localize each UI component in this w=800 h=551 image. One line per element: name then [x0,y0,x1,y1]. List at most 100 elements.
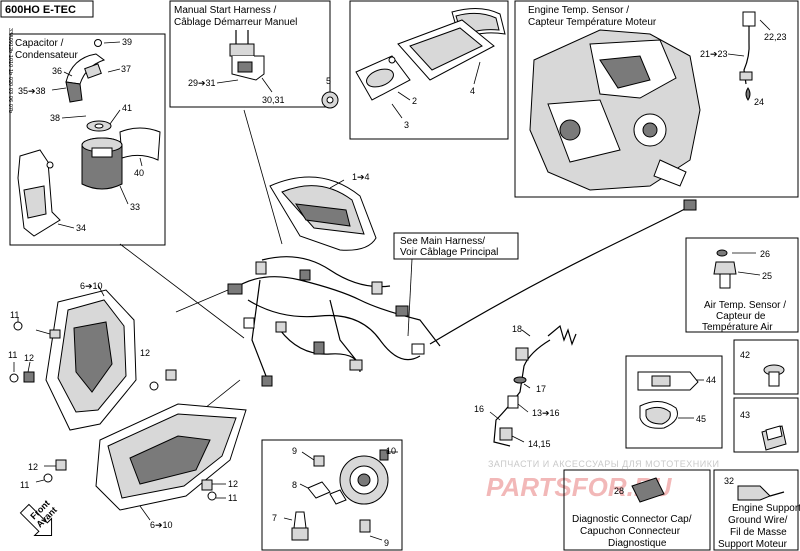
main-harness-label-fr: Voir Câblage Principal [400,247,498,258]
callout-13-16: 13➔16 [532,408,560,418]
rivet-group: 42 [733,339,799,395]
callout-7: 7 [272,513,277,523]
callout-40: 40 [134,168,144,178]
callout-21-23: 21➔23 [700,49,728,59]
callout-11-d: 11 [228,493,237,503]
air-temp-sensor [713,261,737,275]
callout-10: 10 [386,446,396,456]
model-title: 600HO E-TEC [5,4,76,16]
callout-12-a: 12 [24,353,34,363]
drop-icon [745,87,751,101]
harness-connector [227,283,243,295]
spring-clip [307,481,331,499]
air-temp-group: 26 25 Air Temp. Sensor / Capteur de Temp… [685,237,799,333]
bulb-group: 9 10 8 7 9 [261,439,403,551]
engine-support-group: 32 Engine Support Ground Wire/ Fil de Ma… [713,469,800,551]
capacitor-label-fr: Condensateur [15,50,78,61]
callout-3: 3 [404,120,409,130]
callout-2: 2 [412,96,417,106]
callout-38: 38 [50,113,60,123]
callout-41: 41 [122,103,132,113]
main-harness-label-en: See Main Harness/ [400,236,485,247]
callout-24: 24 [754,97,764,107]
strap-fastener [84,63,102,79]
callout-12-c: 12 [28,462,38,472]
diag-cap-label-1: Diagnostic Connector Cap/ [572,514,692,525]
manual-start-harness-group: Manual Start Harness / Câblage Démarreur… [169,0,331,108]
callout-26: 26 [760,249,770,259]
callout-43: 43 [740,410,750,420]
watermark: ЗАПЧАСТИ И АКСЕССУАРЫ ДЛЯ МОТОТЕХНИКИ PA… [486,459,719,502]
screw [9,373,19,383]
callout-33: 33 [130,202,140,212]
callout-5: 5 [326,76,331,86]
nut [23,371,35,383]
bulb [293,511,307,529]
callout-11-c: 11 [20,480,29,490]
front-arrow-icon [19,503,53,537]
callout-9-b: 9 [384,538,389,548]
screw [94,39,102,47]
engine-temp-label-fr: Capteur Température Moteur [528,17,657,28]
callout-11-b: 11 [8,350,17,360]
callout-32: 32 [724,476,734,486]
manual-start-label-fr: Câblage Démarreur Manuel [174,17,297,28]
capacitor-group: Capacitor / Condensateur 39 36 37 [9,33,166,246]
headlamp-group: 6➔10 11 11 12 12 12 11 6➔10 12 11 Front … [8,281,247,537]
engine-temp-sensor [742,11,756,27]
lamp-clip [49,329,61,339]
callout-6-10-upper: 6➔10 [80,281,103,291]
manual-start-label-en: Manual Start Harness / [174,5,276,16]
callout-30-31: 30,31 [262,95,285,105]
screw [13,321,23,331]
callout-28: 28 [614,486,624,496]
diagnostic-wire-group: 18 17 16 13➔16 14,15 [474,324,577,449]
air-temp-label-3: Température Air [702,322,773,333]
callout-9-a: 9 [292,446,297,456]
engine-support-label-2: Ground Wire/ [728,515,788,526]
callout-14-15: 14,15 [528,439,551,449]
callout-12-d: 12 [228,479,238,489]
lube-group: 44 45 [625,355,723,449]
lamp-cap [313,455,325,467]
diag-cap-label-2: Capuchon Connecteur [580,526,681,537]
harness-end-connector [683,199,697,211]
capacitor-label-en: Capacitor / [15,38,64,49]
coiled-wire [547,324,577,346]
callout-45: 45 [696,414,706,424]
callout-22-23: 22,23 [764,32,787,42]
callout-8: 8 [292,480,297,490]
main-harness-group: 1➔4 See Main Harness/ Voir Câblage Princ… [119,109,697,421]
callout-12-b: 12 [140,348,150,358]
diag-connector-cap [631,477,665,503]
callout-11-a: 11 [10,310,19,320]
clip-group: 43 [733,397,799,453]
callout-1-4: 1➔4 [352,172,370,182]
callout-4: 4 [470,86,475,96]
air-temp-label-2: Capteur de [716,311,766,322]
callout-29-31: 29➔31 [188,78,216,88]
capacitor-clip [65,81,83,103]
callout-35-38: 35➔38 [18,86,46,96]
main-harness-box [393,232,519,260]
engine-temp-label-en: Engine Temp. Sensor / [528,5,629,16]
gauge-cluster-group: 5 2 3 4 [321,0,509,140]
harness-trunk [231,276,441,347]
callout-25: 25 [762,271,772,281]
callout-39: 39 [122,37,132,47]
grommet [716,249,728,257]
callout-36: 36 [52,66,62,76]
watermark-line1: ЗАПЧАСТИ И АКСЕССУАРЫ ДЛЯ МОТОТЕХНИКИ [488,459,719,469]
engine-support-label-1: Engine Support [732,503,800,514]
engine-support-label-3: Fil de Masse [730,527,787,538]
diag-cap-label-3: Diagnostique [608,538,667,549]
callout-6-10-lower: 6➔10 [150,520,173,530]
engine-temp-group: Engine Temp. Sensor / Capteur Températur… [514,0,799,198]
callout-42: 42 [740,350,750,360]
ground-wire [737,485,771,501]
callout-37: 37 [121,64,131,74]
callout-16: 16 [474,404,484,414]
harness-connector [229,43,255,57]
callout-17: 17 [536,384,546,394]
